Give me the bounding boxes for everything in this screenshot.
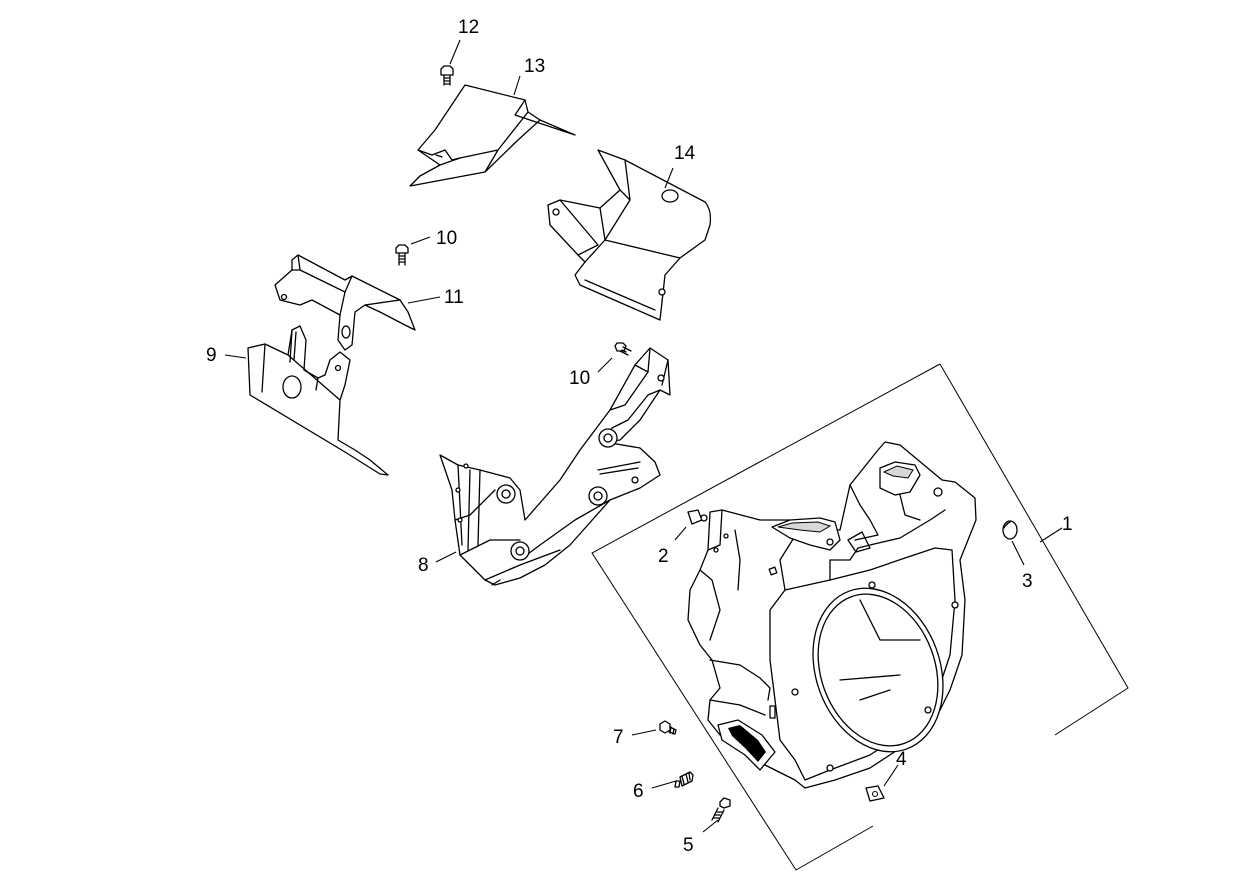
callout-11: 11: [444, 287, 464, 308]
part-1-group-frame: [591, 363, 1129, 871]
callout-6: 6: [633, 781, 644, 802]
callout-2: 2: [658, 546, 669, 567]
part-8-lower-bracket: [439, 347, 671, 586]
part-13-top-cover: [409, 84, 576, 187]
callout-13: 13: [524, 56, 545, 77]
part-9-side-plate: [247, 325, 389, 476]
callout-1: 1: [1062, 514, 1073, 535]
callout-labels: 1 2 3 4 5 6 7 8 9 10 10 11 12 13 14: [206, 17, 1073, 856]
part-2-nut: [687, 509, 708, 525]
callout-7: 7: [613, 727, 624, 748]
callout-10-lower: 10: [569, 368, 590, 389]
callout-5: 5: [683, 835, 694, 856]
callout-14: 14: [674, 143, 696, 164]
part-3-plug: [1002, 520, 1018, 540]
part-4-nut: [865, 785, 885, 802]
part-11-bracket: [274, 254, 416, 351]
part-10-bolt-upper: [395, 244, 409, 266]
part-14-shroud: [547, 149, 712, 321]
callout-10-upper: 10: [436, 228, 457, 249]
callout-9: 9: [206, 345, 217, 366]
callout-12: 12: [458, 17, 479, 38]
leader-lines: [224, 39, 1063, 833]
part-7-bolt: [659, 720, 677, 735]
part-1-blower-housing: [687, 441, 977, 789]
callout-8: 8: [418, 555, 429, 576]
callout-3: 3: [1022, 571, 1033, 592]
part-6-bolt: [674, 771, 694, 788]
callout-4: 4: [896, 749, 907, 770]
part-5-bolt: [711, 797, 731, 823]
part-10-bolt-lower: [614, 342, 632, 356]
part-12-bolt: [440, 65, 454, 86]
